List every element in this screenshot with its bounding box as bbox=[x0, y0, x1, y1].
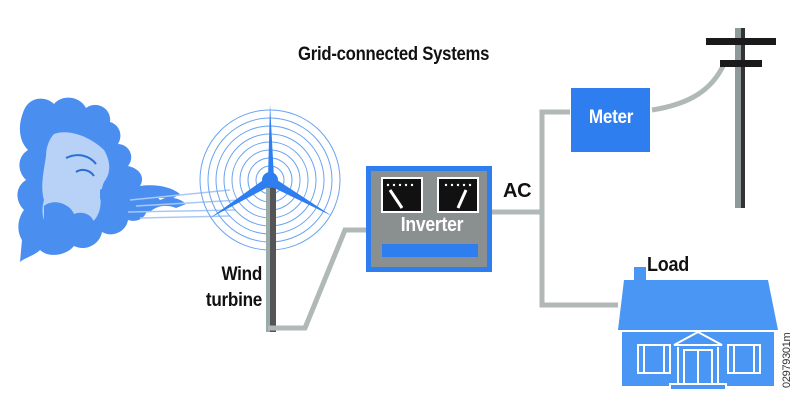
turbine-blade-right bbox=[270, 178, 332, 216]
house-porch bbox=[669, 330, 727, 391]
house-window-left bbox=[637, 344, 671, 374]
inverter-box bbox=[366, 166, 492, 272]
meter-label: Meter bbox=[588, 107, 634, 128]
wind-turbine bbox=[199, 104, 341, 332]
turbine-tower bbox=[266, 186, 276, 332]
turbine-blade-top bbox=[268, 104, 274, 178]
inverter-label: Inverter bbox=[400, 214, 464, 236]
pole-crossarm-top bbox=[706, 38, 776, 45]
utility-pole bbox=[706, 28, 776, 208]
turbine-blade-left bbox=[210, 178, 270, 218]
turbine-tower-shade bbox=[266, 186, 270, 332]
turbine-hub bbox=[262, 172, 278, 188]
face-cheek-cloud bbox=[43, 202, 95, 238]
house-window-right bbox=[727, 344, 761, 374]
pole-shaft bbox=[735, 28, 745, 208]
face-brow bbox=[65, 154, 97, 165]
wind-gust-lines bbox=[127, 189, 241, 219]
meter-box bbox=[571, 88, 650, 152]
house-chimney bbox=[634, 267, 646, 281]
diagram-title: Grid-connected Systems bbox=[298, 44, 490, 65]
ac-label: AC bbox=[503, 180, 532, 202]
wind-turbine-label-line2: turbine bbox=[205, 290, 262, 311]
wire-junction-to-meter bbox=[539, 109, 618, 308]
wire-meter-to-pole bbox=[651, 62, 727, 113]
face-mouth-cloud bbox=[100, 185, 186, 215]
wire-turbine-to-inverter bbox=[268, 227, 368, 331]
wind-turbine-label: Wind turbine bbox=[203, 262, 262, 314]
pole-crossarm-bottom bbox=[720, 60, 762, 67]
pole-shaft-shadow bbox=[741, 28, 745, 208]
load-house bbox=[618, 267, 778, 391]
wires bbox=[268, 62, 727, 331]
wind-face-illustration bbox=[17, 97, 241, 262]
figure-id-label: 02979301m bbox=[781, 332, 793, 388]
inverter-display-bar bbox=[382, 244, 478, 257]
house-roof bbox=[618, 280, 778, 330]
inverter-gauge-left bbox=[381, 177, 423, 213]
face-eye bbox=[75, 168, 95, 177]
load-label: Load bbox=[647, 254, 689, 276]
inverter-gauge-right bbox=[437, 177, 479, 213]
wind-turbine-label-line1: Wind bbox=[221, 264, 262, 285]
